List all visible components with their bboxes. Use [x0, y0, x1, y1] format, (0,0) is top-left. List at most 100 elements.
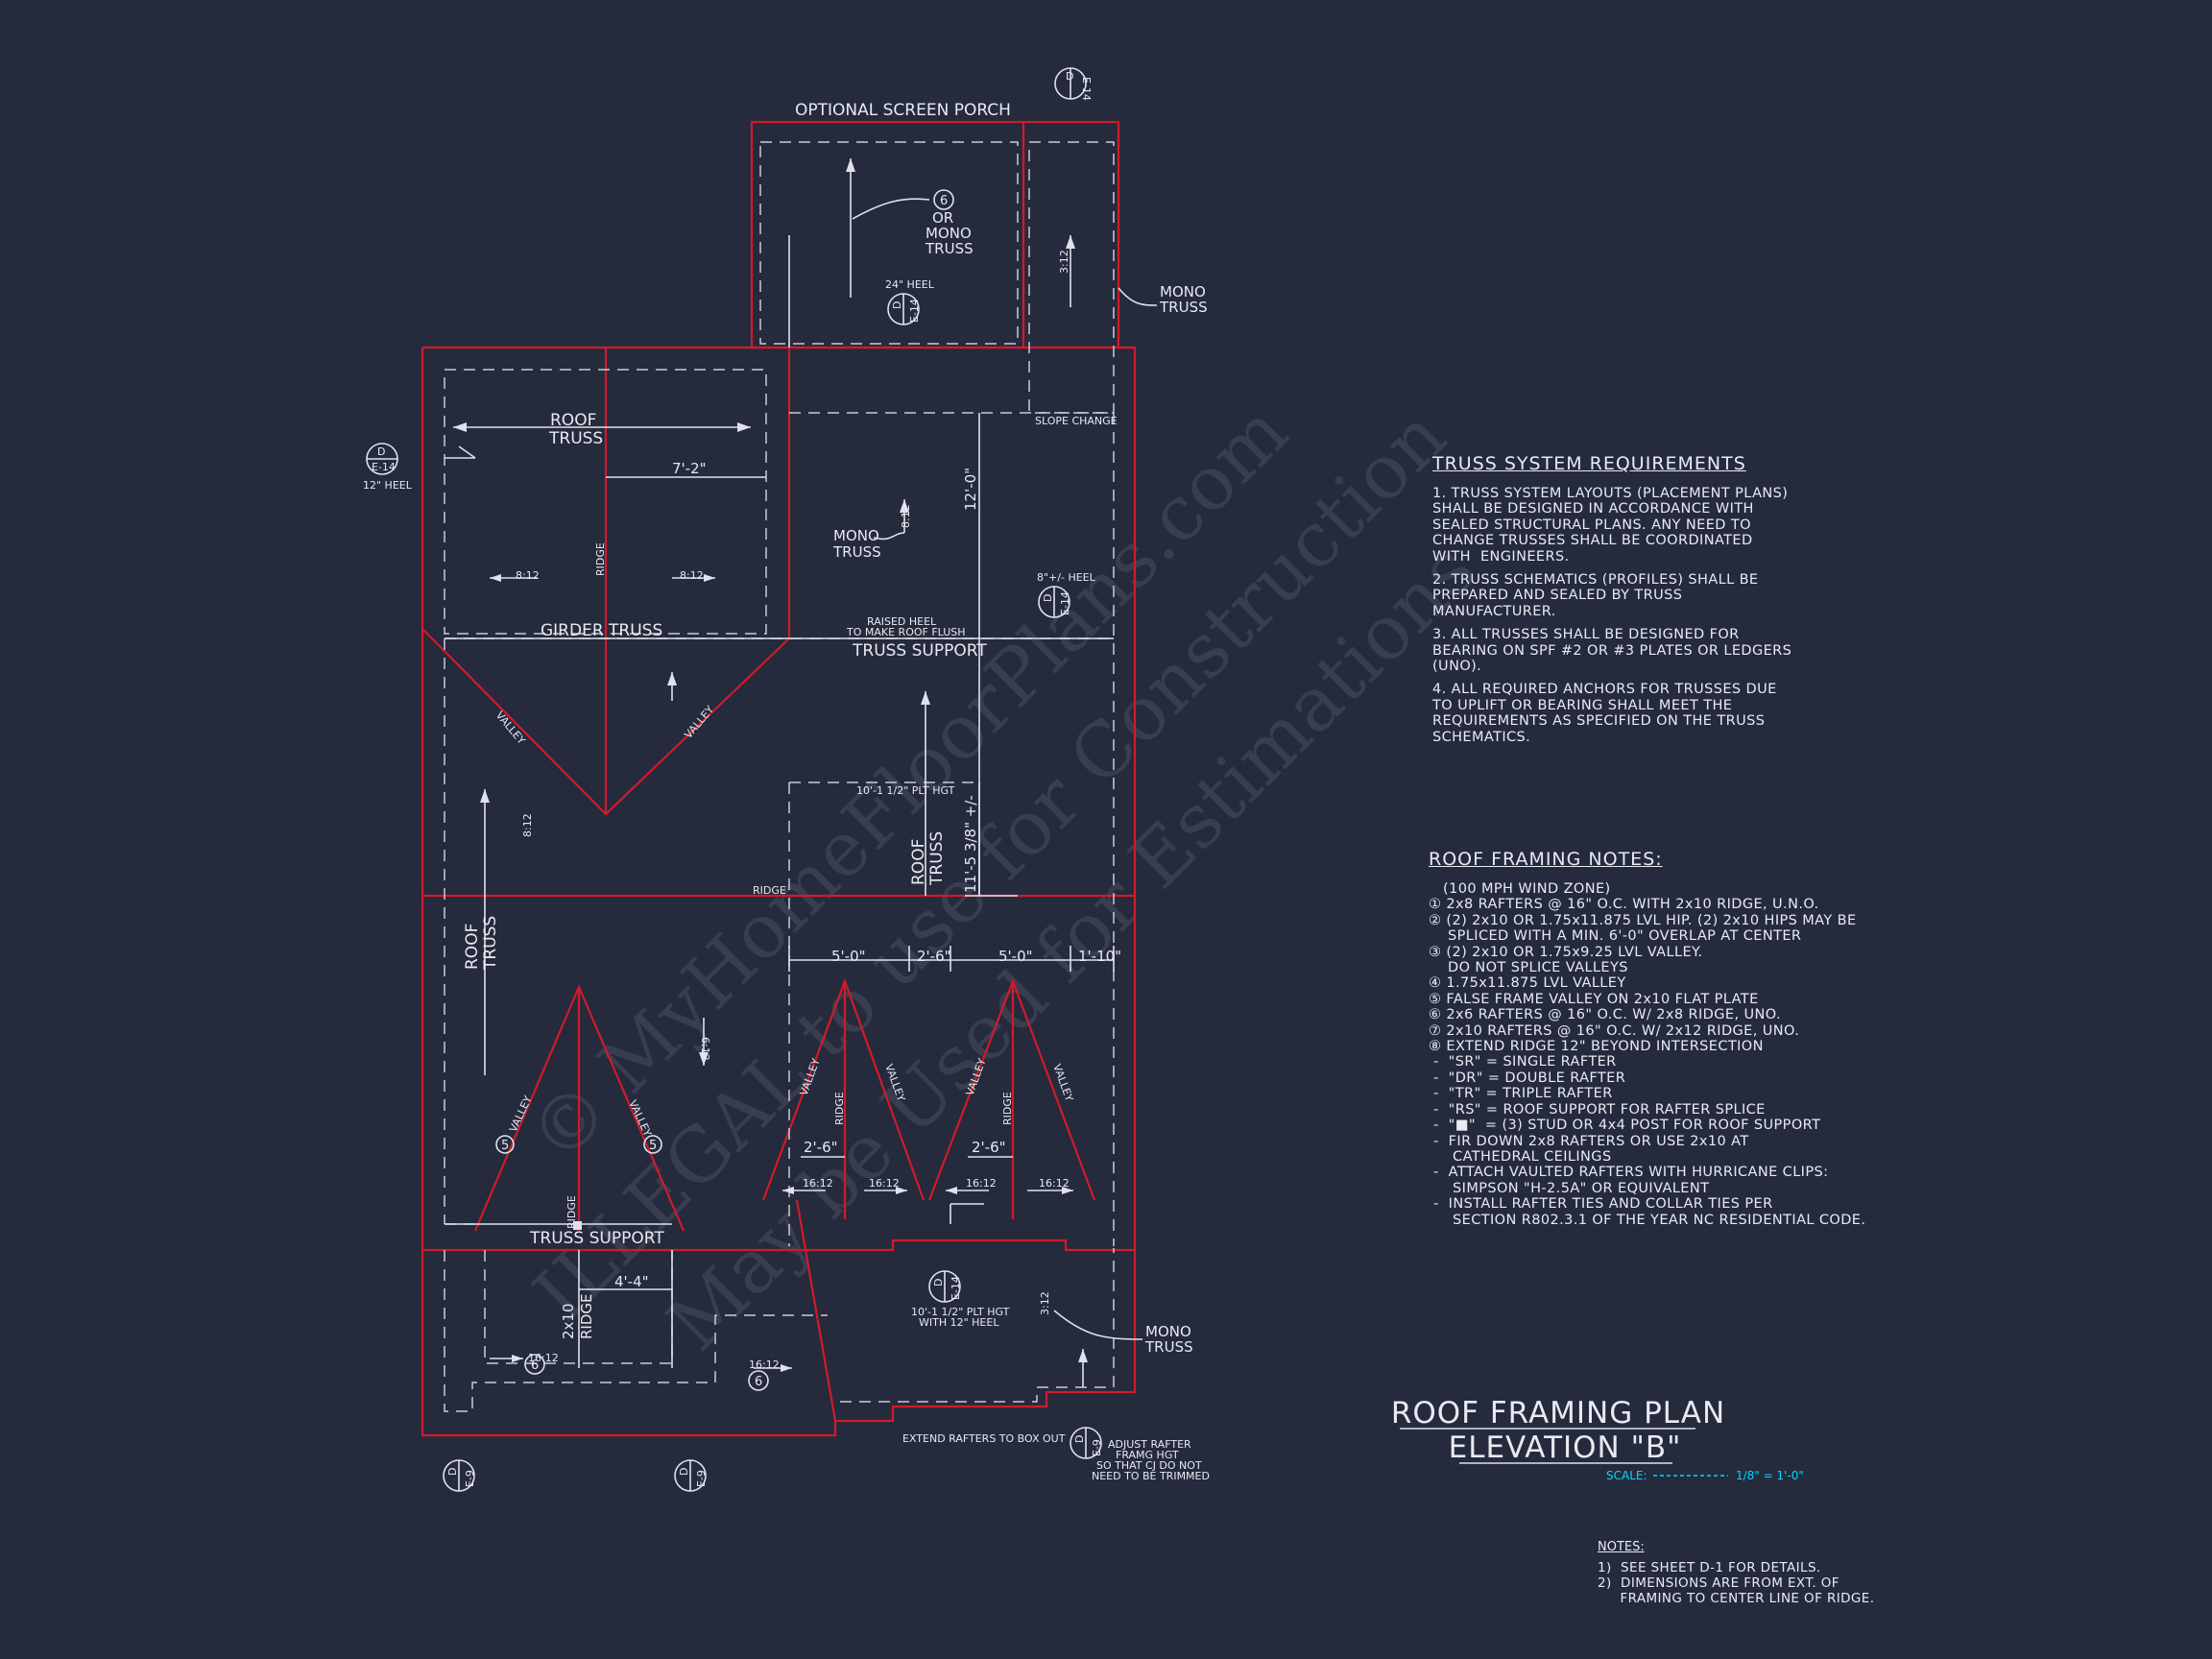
tag-d-bottom: D	[932, 1279, 945, 1286]
dim-11-5: 11'-5 3/8" +/-	[962, 795, 979, 893]
tag-d-adjust: D	[1073, 1435, 1086, 1443]
truss-requirements-heading: TRUSS SYSTEM REQUIREMENTS	[1432, 453, 1746, 474]
label-roof-truss-left-2: TRUSS	[481, 916, 500, 971]
label-valley-8: VALLEY	[1050, 1063, 1075, 1104]
section-tag-icon	[1038, 586, 1070, 618]
dim-12-0: 12'-0"	[962, 468, 979, 511]
label-ridge-g1: RIDGE	[833, 1092, 846, 1125]
pitch-8-mono: 8:12	[900, 504, 912, 528]
num-6-right: 6	[755, 1375, 762, 1389]
roof-note-line: SECTION R802.3.1 OF THE YEAR NC RESIDENT…	[1429, 1212, 1866, 1228]
label-2x10-ridge: RIDGE	[578, 1294, 595, 1340]
truss-requirement-item: 4. ALL REQUIRED ANCHORS FOR TRUSSES DUE …	[1432, 682, 1777, 745]
label-valley-2: VALLEY	[682, 704, 716, 741]
section-tag-icon	[928, 1270, 961, 1303]
label-or-truss: TRUSS	[925, 240, 974, 257]
tag-d-bl: D	[446, 1468, 459, 1476]
num-5-left: 5	[501, 1139, 509, 1153]
label-ridge-g2: RIDGE	[1001, 1092, 1014, 1125]
roof-note-line: - FIR DOWN 2x8 RAFTERS OR USE 2x10 AT	[1429, 1133, 1749, 1149]
roof-note-line: CATHEDRAL CEILINGS	[1429, 1148, 1612, 1165]
dim-1-10: 1'-10"	[1078, 948, 1121, 965]
roof-note-line: ⑧ EXTEND RIDGE 12" BEYOND INTERSECTION	[1429, 1039, 1764, 1055]
roof-note-line: - "■" = (3) STUD OR 4x4 POST FOR ROOF SU…	[1429, 1118, 1821, 1134]
truss-requirement-item: 2. TRUSS SCHEMATICS (PROFILES) SHALL BE …	[1432, 572, 1759, 619]
label-adjust-1: ADJUST RAFTER	[1108, 1438, 1191, 1451]
label-or: OR	[932, 209, 953, 227]
label-screen-porch: OPTIONAL SCREEN PORCH	[795, 101, 1011, 120]
tag-d-bm: D	[678, 1468, 690, 1476]
roof-note-line: ⑦ 2x10 RAFTERS @ 16" O.C. W/ 2x12 RIDGE,…	[1429, 1022, 1800, 1039]
label-heel-8: 8"+/- HEEL	[1037, 571, 1096, 584]
truss-requirements-panel: TRUSS SYSTEM REQUIREMENTS 1. TRUSS SYSTE…	[1432, 453, 1932, 745]
tag-e9-bl: E-9	[464, 1470, 476, 1487]
section-tag-icon	[1070, 1427, 1102, 1459]
sheet-note-line: 1) SEE SHEET D-1 FOR DETAILS.	[1598, 1560, 1821, 1575]
section-tag-icon	[1054, 67, 1087, 100]
tag-e14-left: E-14	[372, 461, 396, 473]
section-tags	[366, 67, 1102, 1492]
tag-e14-porch: E-14	[908, 299, 921, 323]
roof-note-line: ② (2) 2x10 OR 1.75x11.875 LVL HIP. (2) 2…	[1429, 912, 1857, 928]
num-6-porch: 6	[940, 194, 948, 208]
label-or-mono: MONO	[926, 225, 972, 242]
label-roof-truss-left-1: ROOF	[463, 924, 482, 970]
roof-note-line: ⑤ FALSE FRAME VALLEY ON 2x10 FLAT PLATE	[1429, 991, 1759, 1007]
pitch-3-12-porch: 3:12	[1058, 250, 1070, 274]
roof-note-line: (100 MPH WIND ZONE)	[1429, 881, 1611, 897]
label-with-heel: WITH 12" HEEL	[919, 1316, 999, 1329]
roof-note-line: - "DR" = DOUBLE RAFTER	[1429, 1070, 1626, 1086]
tag-e14-bottom: E-14	[950, 1276, 962, 1300]
num-6-left: 6	[531, 1358, 539, 1373]
roof-note-line: - "TR" = TRIPLE RAFTER	[1429, 1086, 1613, 1102]
roof-note-line: ① 2x8 RAFTERS @ 16" O.C. WITH 2x10 RIDGE…	[1429, 897, 1819, 913]
section-tag-icon	[366, 443, 398, 475]
label-heel-12: 12" HEEL	[363, 479, 413, 492]
tag-e14-heel: E-14	[1059, 591, 1071, 615]
dim-4-4: 4'-4"	[614, 1273, 649, 1290]
sheet-note-line: FRAMING TO CENTER LINE OF RIDGE.	[1598, 1591, 1875, 1606]
label-roof-truss-center-2: TRUSS	[927, 831, 947, 886]
label-slope-change: SLOPE CHANGE	[1035, 415, 1118, 427]
tag-e14: E-14	[1080, 77, 1093, 101]
dim-7-2: 7'-2"	[672, 460, 707, 477]
label-raised-heel-2: TO MAKE ROOF FLUSH	[846, 626, 966, 638]
label-valley-1: VALLEY	[493, 709, 528, 747]
label-mono-2: TRUSS	[832, 543, 881, 561]
pitch-left: 8:12	[516, 569, 540, 582]
roof-note-line: ③ (2) 2x10 OR 1.75x9.25 LVL VALLEY.	[1429, 944, 1703, 960]
label-adjust-4: NEED TO BE TRIMMED	[1092, 1470, 1210, 1482]
pitch-16-d: 16:12	[1039, 1177, 1070, 1190]
tag-d-heel: D	[1042, 594, 1054, 602]
roof-note-line: - "RS" = ROOF SUPPORT FOR RAFTER SPLICE	[1429, 1101, 1766, 1118]
pitch-16-left: 16:12	[528, 1352, 559, 1364]
dim-5-0b: 5'-0"	[998, 948, 1033, 965]
dim-2-6b: 2'-6"	[804, 1139, 838, 1156]
pitch-16-a: 16:12	[803, 1177, 833, 1190]
roof-note-line: SPLICED WITH A MIN. 6'-0" OVERLAP AT CEN…	[1429, 928, 1802, 945]
watermark-line-2: ILLEGAL to use for Construction	[518, 394, 1463, 1338]
dimension-lines	[445, 158, 1158, 1387]
roof-note-line: ④ 1.75x11.875 LVL VALLEY	[1429, 975, 1626, 992]
num-5-right: 5	[649, 1139, 657, 1153]
plan-title: ROOF FRAMING PLAN	[1391, 1396, 1725, 1431]
label-heel-24: 24" HEEL	[885, 278, 935, 291]
label-truss-support: TRUSS SUPPORT	[852, 641, 987, 661]
pitch-right: 8:12	[680, 569, 704, 582]
label-mono-porch-2: TRUSS	[1159, 299, 1208, 316]
roof-notes-panel: ROOF FRAMING NOTES: (100 MPH WIND ZONE) …	[1429, 849, 1966, 1228]
tag-d: D	[1066, 70, 1073, 83]
label-girder-truss: GIRDER TRUSS	[541, 621, 662, 640]
tag-e9-bm: E-9	[695, 1470, 708, 1487]
pitch-3-12-bottom: 3:12	[1039, 1291, 1051, 1315]
label-plt-hgt-2: 10'-1 1/2" PLT HGT	[911, 1306, 1010, 1318]
label-raised-heel-1: RAISED HEEL	[867, 615, 937, 628]
truss-requirement-item: 3. ALL TRUSSES SHALL BE DESIGNED FOR BEA…	[1432, 627, 1792, 675]
label-mono-1: MONO	[833, 527, 879, 544]
label-plt-hgt: 10'-1 1/2" PLT HGT	[856, 784, 955, 797]
roof-note-line: SIMPSON "H-2.5A" OR EQUIVALENT	[1429, 1180, 1710, 1196]
pitch-16-right: 16:12	[749, 1358, 780, 1371]
label-adjust-3: SO THAT CJ DO NOT	[1096, 1459, 1202, 1472]
roof-note-line: - ATTACH VAULTED RAFTERS WITH HURRICANE …	[1429, 1165, 1829, 1181]
pitch-8-left: 8:12	[521, 813, 534, 837]
